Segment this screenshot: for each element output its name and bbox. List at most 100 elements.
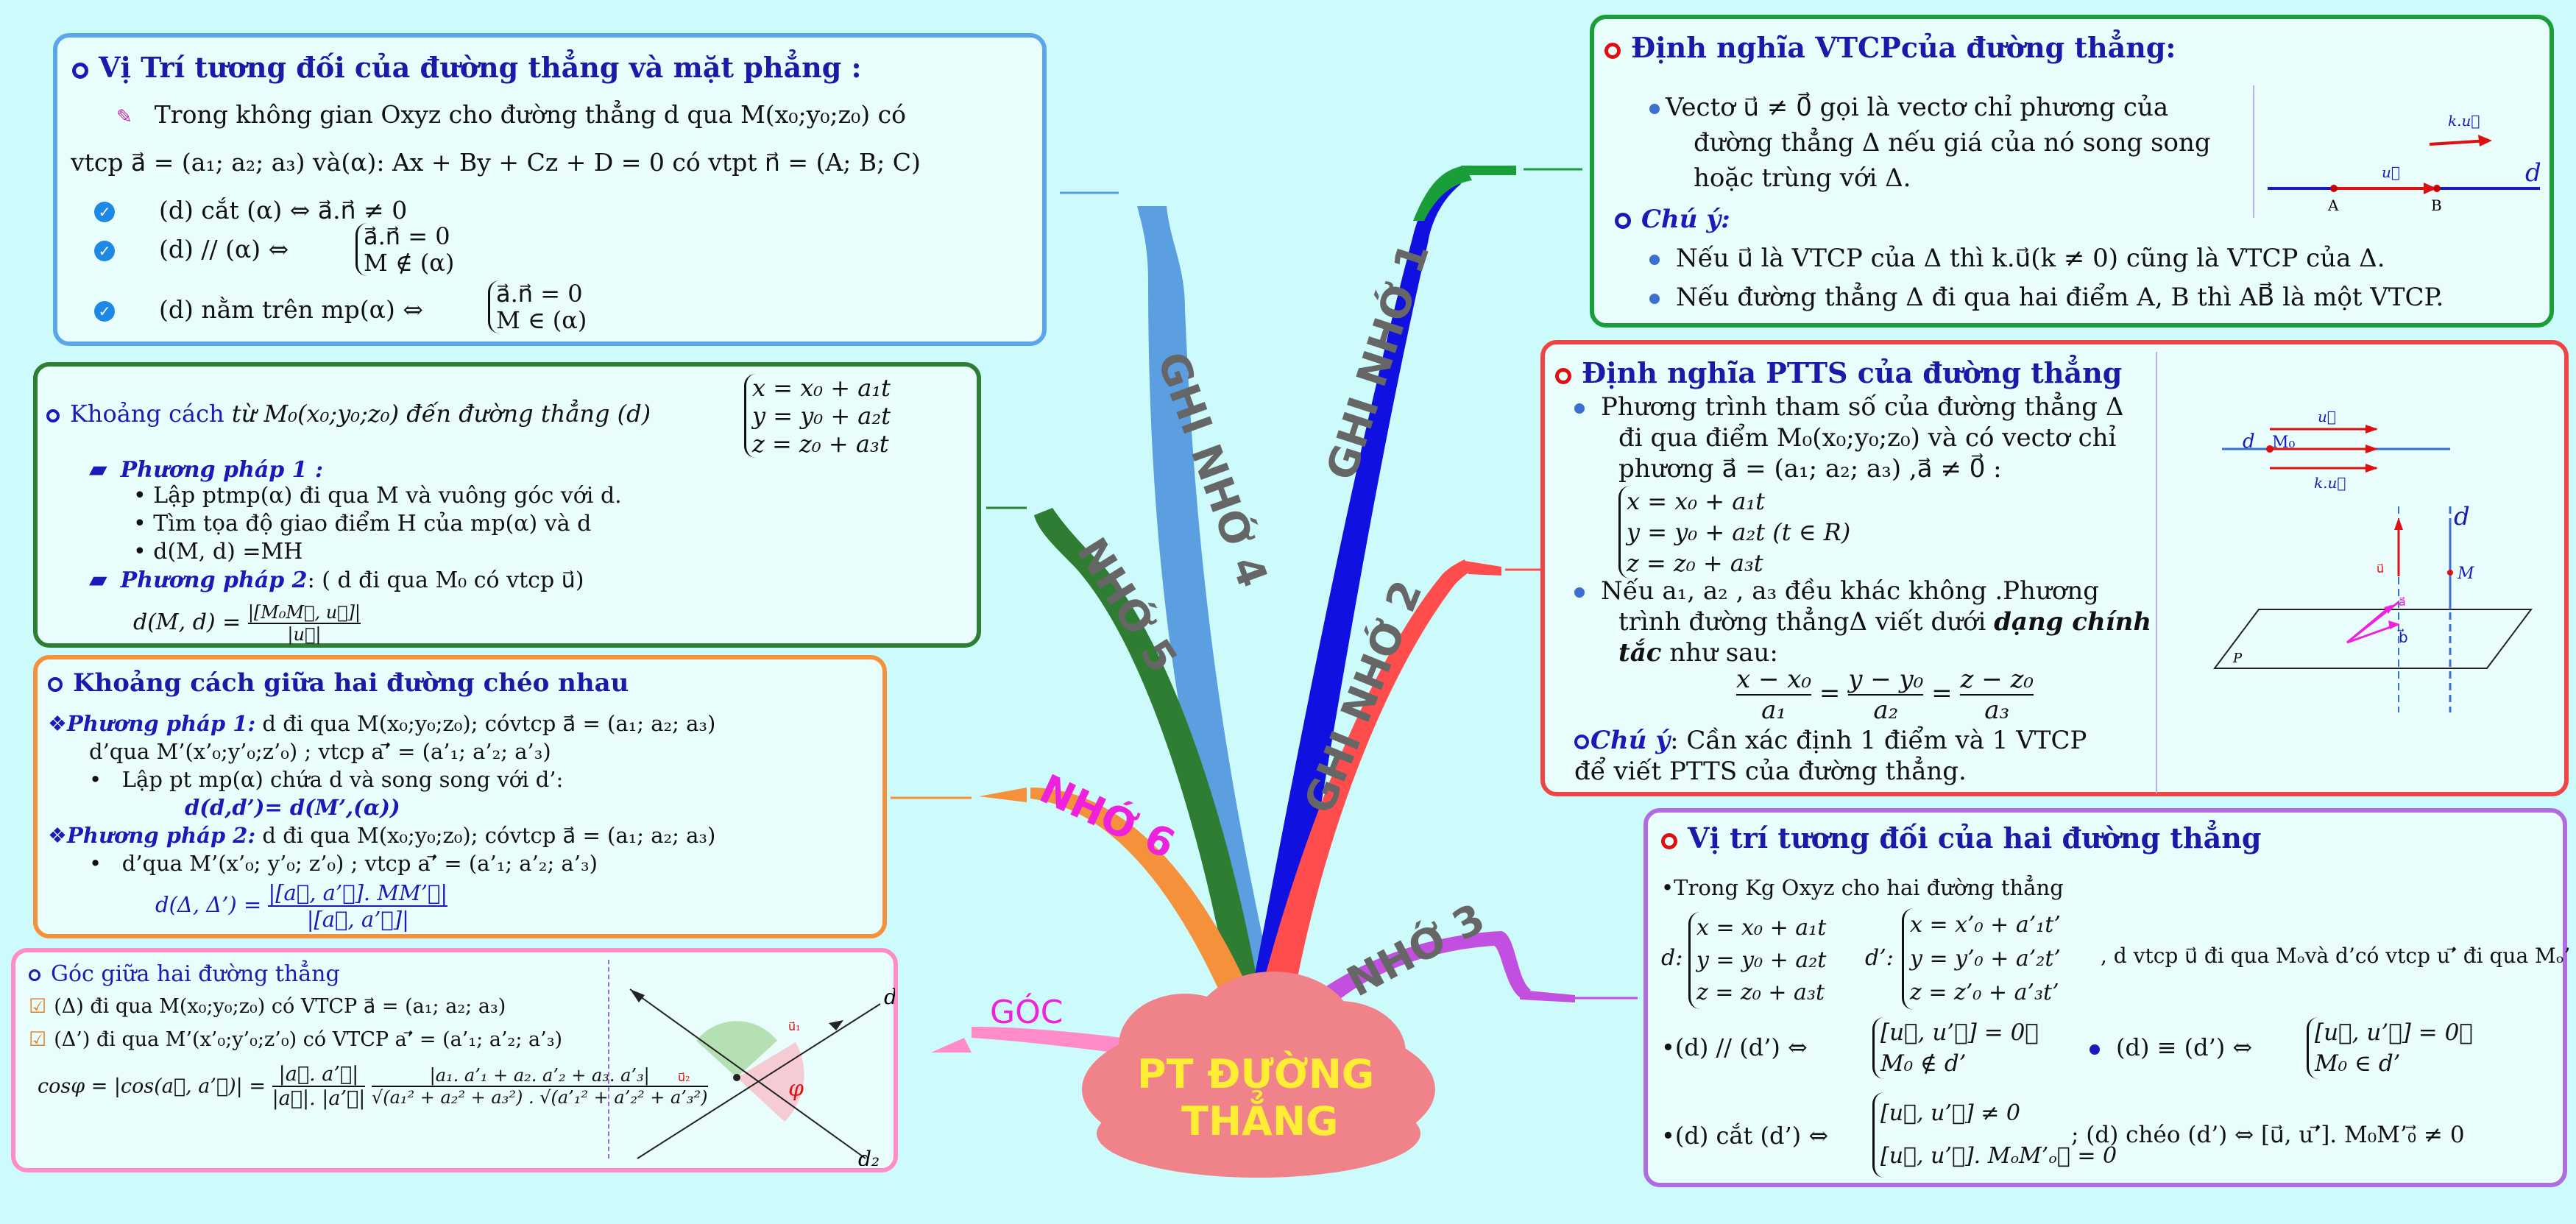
checkbox-icon: ☑ (29, 995, 47, 1018)
label-u: u⃗ (2318, 408, 2336, 425)
circle-bullet-icon (1615, 213, 1631, 229)
circle-bullet-icon (72, 62, 88, 79)
panel-title: Góc giữa hai đường thẳng (51, 961, 340, 987)
label-ku: k.u⃗ (2314, 474, 2346, 492)
note-line: Nếu u⃗ là VTCP của Δ thì k.u⃗(k ≠ 0) cũn… (1676, 244, 2385, 273)
frac-num: z − z₀ (1960, 665, 2034, 696)
label-b: b⃗ (2397, 628, 2408, 646)
label-B: B (2431, 197, 2442, 214)
dot-bullet-icon (1649, 255, 1660, 265)
method-note: : ( d đi qua M₀ có vtcp u⃗) (307, 567, 584, 593)
angle-figure: d₁ d₂ u⃗₁ u⃗₂ φ (629, 985, 895, 1166)
text-line: (Δ) đi qua M(x₀;y₀;z₀) có VTCP a⃗ = (a₁;… (54, 995, 506, 1018)
branch-label-7: GÓC (990, 994, 1064, 1031)
method-title: Phương pháp 2 (120, 567, 308, 593)
label-dp: d’: (1865, 945, 1894, 971)
condition-a: [u⃗, u’⃗] ≠ 0 (1880, 1100, 2020, 1126)
step: Lập ptmp(α) đi qua M và vuông góc với d. (153, 483, 622, 509)
text-emph: dạng chính (1994, 607, 2152, 637)
circle-bullet-icon (1661, 832, 1677, 849)
folder-icon: ▰ (89, 565, 107, 593)
label-a: a⃗ (2399, 595, 2406, 609)
label-d: d (2243, 431, 2255, 453)
method-title: Phương pháp 1: (67, 711, 256, 736)
equation: z = z₀ + a₃t (1696, 980, 1825, 1005)
condition-b: M ∈ (α) (496, 306, 587, 334)
dot-bullet-icon (2090, 1044, 2100, 1055)
circle-bullet-icon (46, 408, 60, 422)
method-title: Phương pháp 2: (67, 823, 256, 848)
note-text: : Cần xác định 1 điểm và 1 VTCP (1670, 726, 2087, 755)
condition-b: M₀ ∉ d’ (1880, 1050, 1967, 1077)
text-line: d’qua M’(x’₀;y’₀;z’₀) ; vtcp a’⃗ = (a’₁;… (89, 739, 551, 764)
text-line: Nếu a₁, a₂ , a₃ đều khác không .Phương (1601, 576, 2099, 606)
center-title-1: PT ĐƯỜNG (1137, 1051, 1375, 1097)
panel-title: Định nghĩa PTTS của đường thẳng (1582, 356, 2123, 389)
pencil-icon: ✎ (116, 106, 132, 128)
formula-den: |a⃗|. |a’⃗| (272, 1087, 366, 1110)
center-cloud (1082, 972, 1435, 1178)
relation: (d) cắt (d’) ⇔ (1674, 1122, 1829, 1150)
label-u2: u⃗ (2377, 562, 2384, 576)
text-line: , d vtcp u⃗ đi qua Mₒvà d’có vtcp u’⃗ đi… (2101, 944, 2571, 968)
circle-bullet-icon (48, 677, 63, 692)
text-line: đi qua điểm M₀(x₀;y₀;z₀) và có vectơ chỉ (1618, 423, 2117, 453)
note-title: Chú ý (1590, 726, 1671, 755)
dot-bullet-icon (1649, 294, 1660, 304)
text-line: (Δ’) đi qua M’(x’₀;y’₀;z’₀) có VTCP a’⃗ … (54, 1028, 563, 1051)
center-title-2: THẲNG (1181, 1098, 1339, 1145)
formula-den: |[a⃗, a’⃗]| (306, 907, 409, 932)
label-d: d (2525, 158, 2541, 188)
method-text: d đi qua M(x₀;y₀;z₀); cóvtcp a⃗ = (a₁; a… (262, 823, 716, 848)
panel-title: Vị Trí tương đối của đường thẳng và mặt … (99, 51, 862, 84)
panel-title: Khoảng cách giữa hai đường chéo nhau (73, 668, 629, 698)
dot-bullet-icon (1574, 403, 1585, 414)
frac-den: a₁ (1761, 696, 1786, 725)
formula-num: |a⃗. a’⃗| (272, 1063, 366, 1087)
formula-num: |[a⃗, a’⃗]. MM’⃗| (268, 880, 448, 907)
equation: y = y₀ + a₂t (1696, 947, 1827, 973)
text-line: Phương trình tham số của đường thẳng Δ (1601, 392, 2124, 422)
dot-bullet-icon (1574, 587, 1585, 598)
label-d: d: (1661, 945, 1683, 971)
note-line: Nếu đường thẳng Δ đi qua hai điểm A, B t… (1676, 283, 2444, 312)
text-emph: tắc (1618, 638, 1662, 668)
panel-title: Định nghĩa VTCPcủa đường thẳng: (1631, 31, 2176, 64)
text-line: Trong Kg Oxyz cho hai đường thẳng (1674, 875, 2064, 900)
label-d2: d₂ (858, 1147, 880, 1166)
formula-left: d(M, d) = (133, 609, 241, 635)
equation: y = y₀ + a₂t (752, 402, 891, 430)
text-line: d(d,d’)= d(M’,(α)) (185, 795, 400, 820)
equation: z = z₀ + a₃t (1627, 549, 1763, 577)
panel-goc: Góc giữa hai đường thẳng ☑ (Δ) đi qua M(x… (11, 948, 898, 1172)
relation: ; (d) chéo (d’) ⇔ [u⃗, u’⃗]. M₀M’₀⃗ ≠ 0 (2071, 1122, 2465, 1148)
label-M0: M₀ (2272, 434, 2296, 452)
formula-left: cosφ = |cos(a⃗, a’⃗)| = (38, 1075, 266, 1098)
condition-a: a⃗.n⃗ = 0 (496, 280, 583, 308)
panel-vtcp: Định nghĩa VTCPcủa đường thẳng: Vectơ u⃗… (1590, 15, 2554, 328)
note-title: Chú ý: (1641, 205, 1730, 234)
text-line: phương a⃗ = (a₁; a₂; a₃) ,a⃗ ≠ 0⃗ : (1618, 454, 2002, 484)
check-icon: ✓ (94, 241, 115, 261)
circle-bullet-icon (1555, 367, 1571, 384)
divider (608, 960, 609, 1158)
label-d1: d₁ (884, 985, 895, 1009)
branch-2 (1251, 559, 1468, 1030)
equation: x = x’₀ + a’₁t’ (1910, 912, 2061, 938)
formula-left: d(Δ, Δ’) = (155, 892, 262, 917)
step: d(M, d) =MH (153, 539, 303, 565)
frac-den: a₃ (1984, 696, 2010, 725)
frac-den: a₂ (1873, 696, 1899, 725)
title-b: từ M₀(x₀;y₀;z₀) đến đường thẳng (d) (231, 400, 651, 428)
condition: (d) cắt (α) ⇔ a⃗.n⃗ ≠ 0 (159, 196, 408, 224)
check-icon: ✓ (94, 301, 115, 322)
equation: y = y’₀ + a’₂t’ (1910, 946, 2061, 972)
equation: z = z’₀ + a’₃t’ (1910, 980, 2059, 1005)
label-P: P (2232, 651, 2243, 666)
divider (2253, 85, 2254, 218)
formula-den: √(a₁² + a₂² + a₃²) . √(a’₁² + a’₂² + a’₃… (371, 1087, 708, 1108)
label-u: u⃗ (2382, 163, 2400, 181)
label-u1: u⃗₁ (788, 1019, 801, 1033)
label-u2: u⃗₂ (678, 1070, 690, 1084)
